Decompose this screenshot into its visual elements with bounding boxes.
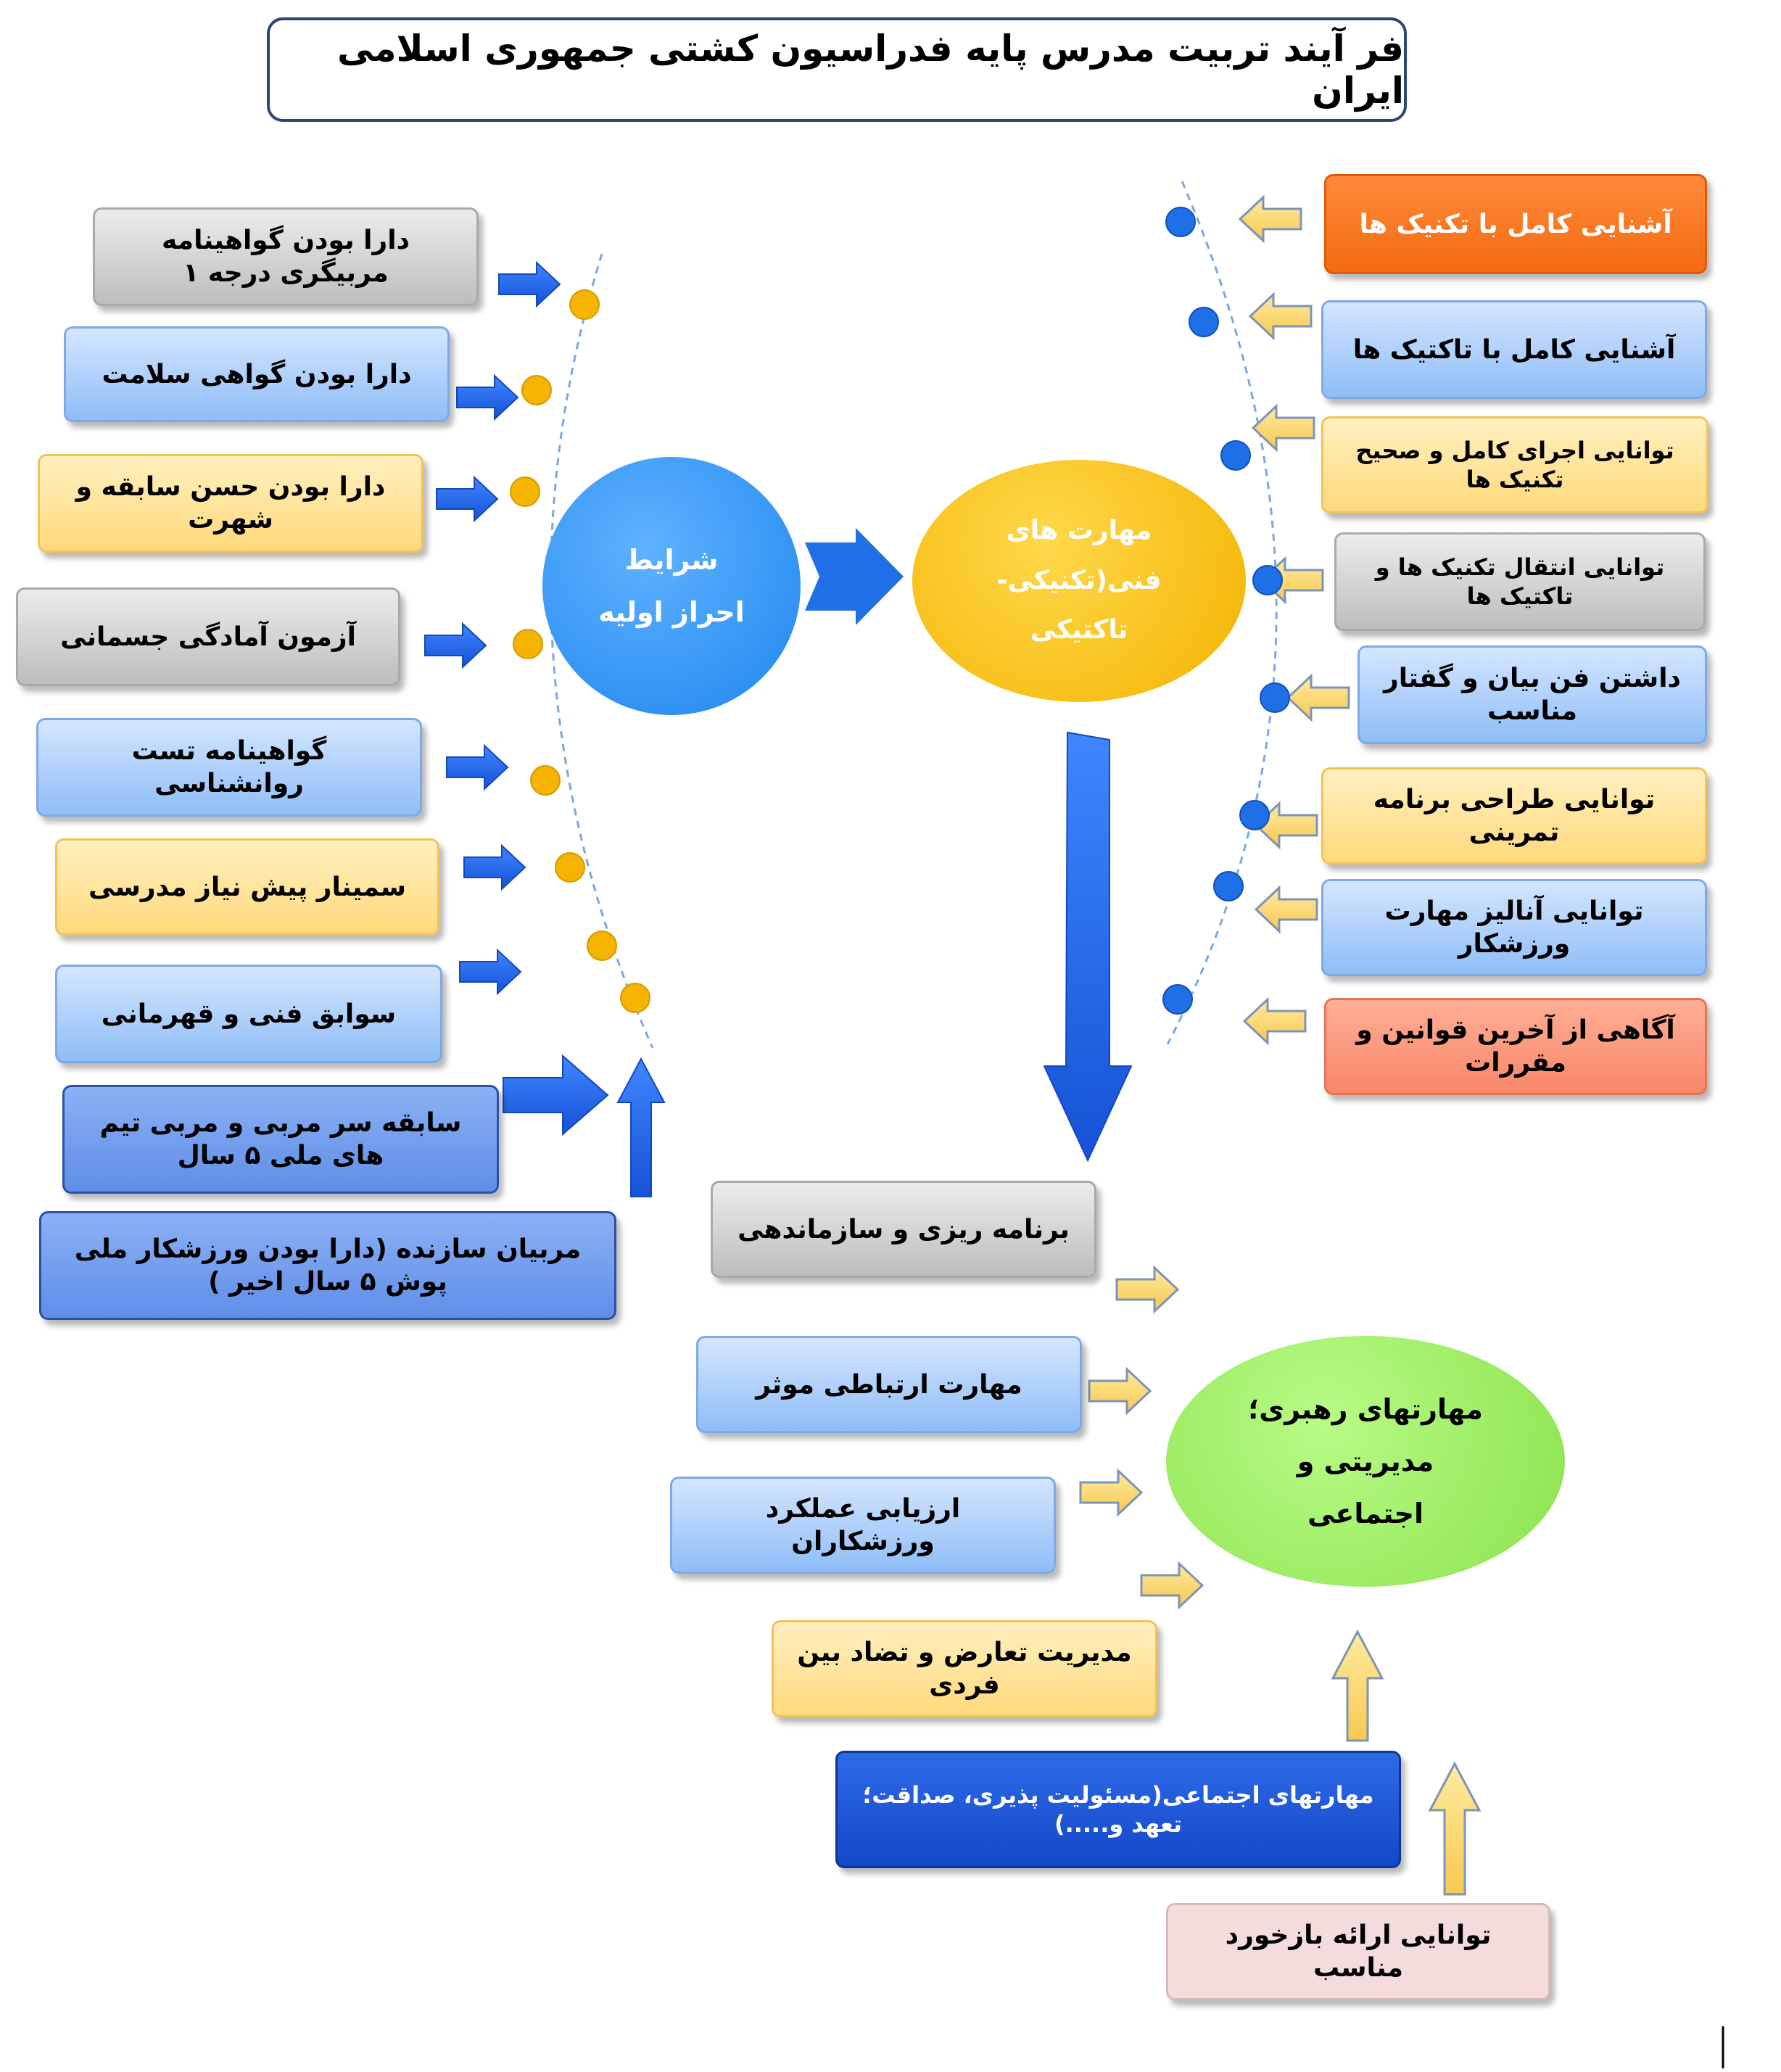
technical-item-7: توانایی آنالیز مهارت ورزشکار: [1321, 879, 1707, 976]
initial-item-9: مربیان سازنده (دارا بودن ورزشکار ملی پوش…: [39, 1211, 616, 1320]
left-dashed-arc: [550, 253, 654, 1049]
arrow-initial-to-technical: [805, 542, 870, 611]
arrow-up-left: [616, 1057, 666, 1197]
leadership-item-2: مهارت ارتباطی موثر: [696, 1336, 1082, 1433]
right-dots: [1162, 207, 1290, 1015]
technical-item-3: توانایی اجرای کامل و صحیح تکنیک ها: [1321, 416, 1708, 513]
technical-item-5: داشتن فن بیان و گفتار مناسب: [1358, 645, 1707, 744]
center-leadership-skills: مهارتهای رهبری؛ مدیریتی و اجتماعی: [1166, 1336, 1565, 1587]
initial-item-1: دارا بودن گواهینامه مربیگری درجه ۱: [93, 207, 479, 306]
technical-item-2: آشنایی کامل با تاکتیک ها: [1321, 300, 1707, 399]
center-technical-skills: مهارت های فنی(تکنیکی-تاکتیکی: [912, 460, 1246, 702]
initial-item-6: سمینار پیش نیاز مدرسی: [55, 838, 439, 936]
initial-item-5: گواهینامه تست روانشناسی: [36, 718, 422, 817]
leadership-item-3: ارزیابی عملکرد ورزشکاران: [670, 1477, 1056, 1574]
initial-item-7: سوابق فنی و قهرمانی: [55, 965, 442, 1063]
leadership-item-1: برنامه ریزی و سازماندهی: [711, 1181, 1096, 1278]
left-dots: [510, 289, 650, 1013]
right-dashed-arc: [1166, 181, 1278, 1045]
initial-item-2: دارا بودن گواهی سلامت: [64, 326, 450, 422]
page-title: فر آیند تربیت مدرس پایه فدراسیون کشتی جم…: [267, 17, 1407, 122]
technical-item-1: آشنایی کامل با تکنیک ها: [1324, 174, 1707, 274]
arrow-technical-to-leadership: [1043, 731, 1133, 1163]
technical-item-4: توانایی انتقال تکنیک ها و تاکتیک ها: [1334, 532, 1706, 631]
initial-item-4: آزمون آمادگی جسمانی: [16, 587, 400, 686]
center-initial-conditions: شرایط احراز اولیه: [542, 457, 801, 715]
technical-item-8: آگاهی از آخرین قوانین و مقررات: [1324, 998, 1707, 1095]
bottom-up-arrows: [1331, 1629, 1482, 1896]
technical-item-6: توانایی طراحی برنامه تمرینی: [1321, 767, 1707, 864]
leadership-item-6: توانایی ارائه بازخورد مناسب: [1166, 1903, 1550, 2000]
leadership-item-5: مهارتهای اجتماعی(مسئولیت پذیری، صداقت؛ ت…: [835, 1751, 1401, 1868]
arrow-item8: [503, 1054, 609, 1136]
initial-item-3: دارا بودن حسن سابقه و شهرت: [38, 454, 423, 553]
leadership-item-4: مدیریت تعارض و تضاد بین فردی: [772, 1620, 1157, 1717]
initial-item-8: سابقه سر مربی و مربی تیم های ملی ۵ سال: [62, 1085, 499, 1194]
